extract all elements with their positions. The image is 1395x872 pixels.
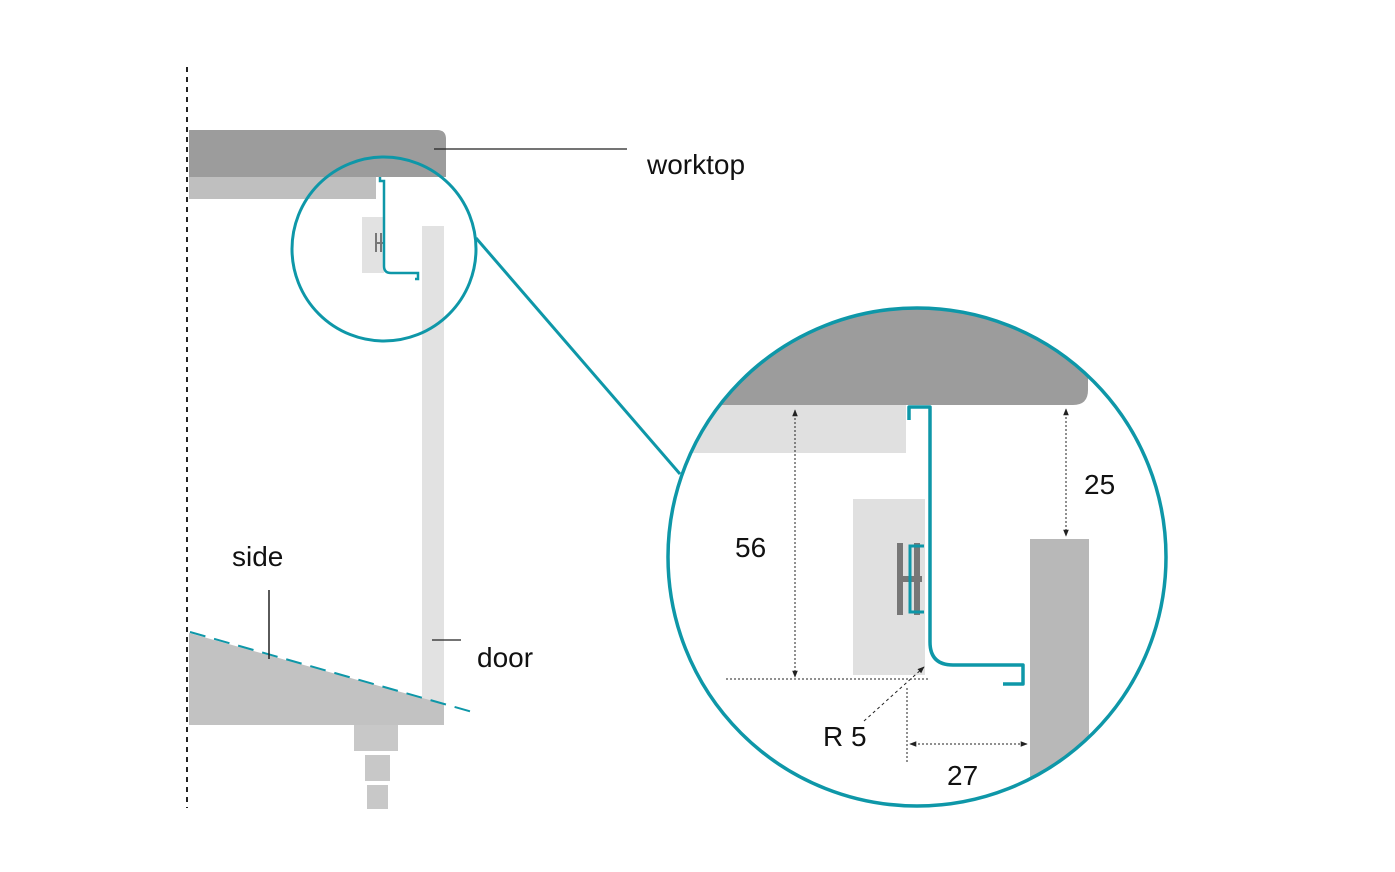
plinth-foot-3	[367, 785, 388, 809]
door-overview	[422, 226, 444, 706]
dim-27-label: 27	[947, 760, 978, 791]
bracket-detail	[853, 499, 925, 675]
door-label: door	[477, 642, 533, 673]
dim-r5-label: R 5	[823, 721, 867, 752]
worktop-detail	[668, 308, 1088, 405]
worktop-underlayer-overview	[189, 177, 376, 199]
bracket-overview	[362, 217, 384, 273]
profile-detail	[907, 405, 1025, 686]
plinth-foot-1	[354, 725, 398, 751]
worktop-underlayer-detail	[668, 400, 906, 453]
h-connector-clip	[908, 544, 924, 614]
door-detail	[1030, 539, 1089, 806]
zoom-connector	[474, 237, 682, 475]
profile-overview	[378, 177, 420, 281]
worktop-label: worktop	[646, 149, 745, 180]
overview-view: worktop side door	[186, 67, 745, 809]
detail-view: 56 25 R 5 27	[666, 306, 1168, 808]
worktop-overview	[189, 130, 446, 177]
dim-25-label: 25	[1084, 469, 1115, 500]
detail-marker-circle	[290, 155, 478, 343]
dim-r5-leader	[863, 666, 925, 722]
side-label: side	[232, 541, 283, 572]
side-panel	[189, 633, 444, 725]
dim-56-label: 56	[735, 532, 766, 563]
zoom-circle	[666, 306, 1168, 808]
plinth-foot-2	[365, 755, 390, 781]
